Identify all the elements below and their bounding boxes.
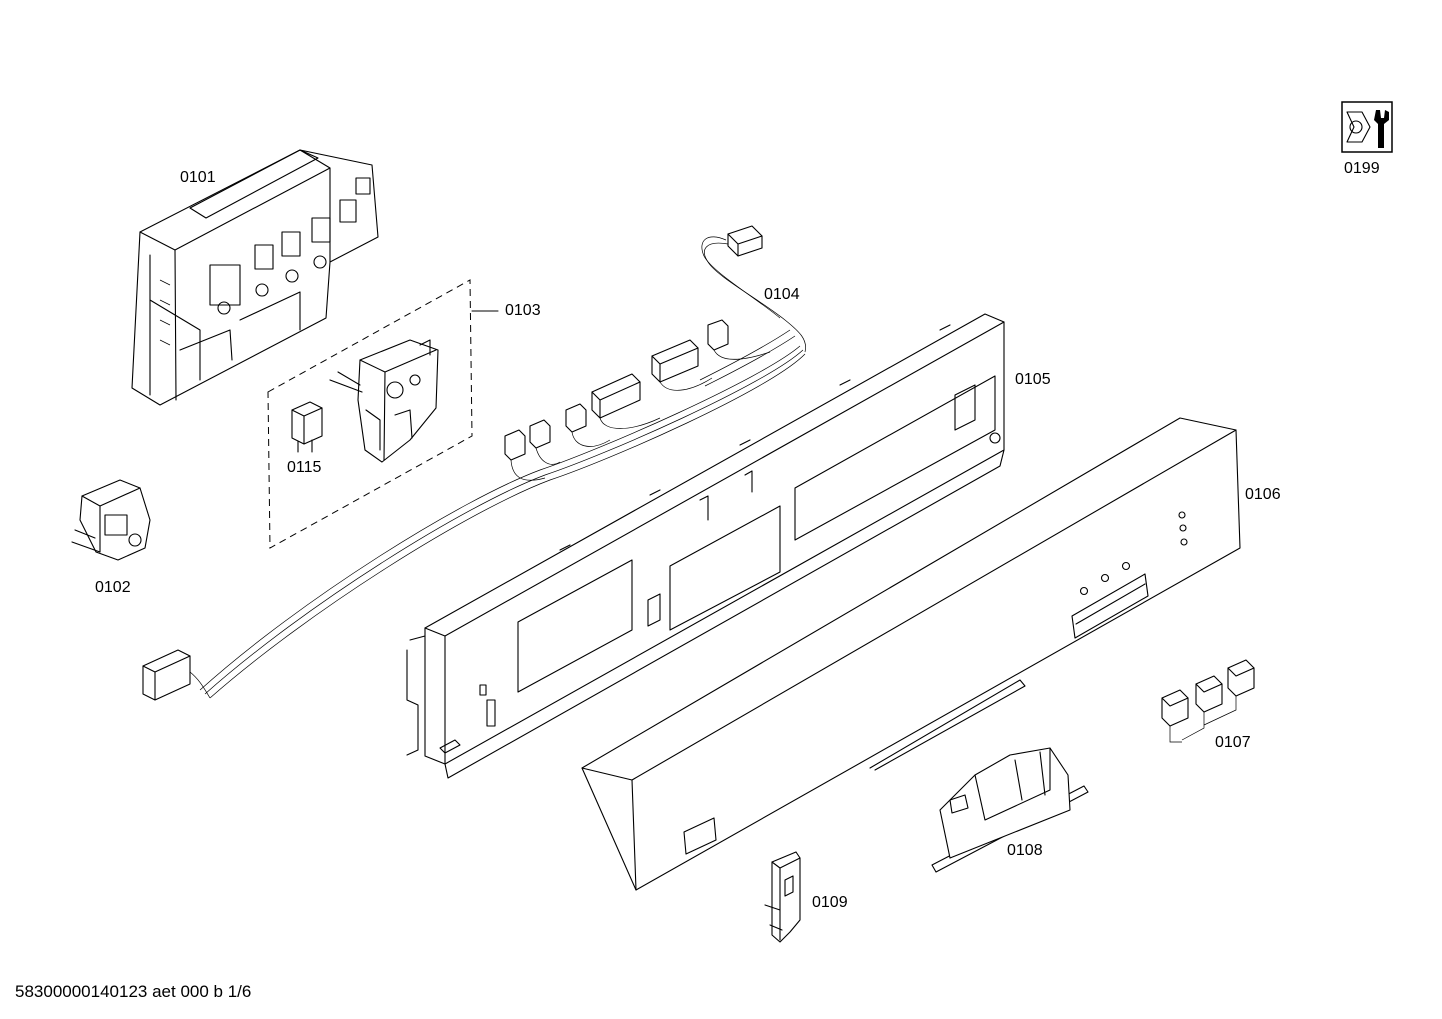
- label-0105: 0105: [1015, 371, 1051, 388]
- part-0101-control-module[interactable]: [131, 149, 379, 406]
- label-0101: 0101: [180, 169, 216, 186]
- part-0107-led-switches[interactable]: [1161, 659, 1255, 743]
- part-0115-capacitor[interactable]: [291, 401, 323, 453]
- part-0102-component[interactable]: [71, 479, 151, 561]
- part-0105-panel-frame[interactable]: [406, 313, 1005, 779]
- label-0106: 0106: [1245, 486, 1281, 503]
- drawing-reference: 58300000140123 aet 000 b 1/6: [15, 982, 252, 1001]
- part-0104-wire-harness[interactable]: [142, 225, 806, 701]
- label-0115: 0115: [287, 459, 322, 476]
- part-0109-clip[interactable]: [764, 851, 801, 943]
- part-0103-group-outline: [267, 279, 473, 549]
- label-0199: 0199: [1344, 160, 1380, 177]
- label-0107: 0107: [1215, 734, 1251, 751]
- label-0104: 0104: [764, 286, 800, 303]
- label-0103: 0103: [505, 302, 541, 319]
- label-0108: 0108: [1007, 842, 1043, 859]
- part-0106-fascia-panel[interactable]: [581, 417, 1241, 891]
- part-0103-switch-assembly[interactable]: [329, 339, 439, 463]
- label-0102: 0102: [95, 579, 131, 596]
- bolt-wrench-icon: [1341, 101, 1393, 153]
- part-0108-handle[interactable]: [931, 747, 1089, 873]
- label-0109: 0109: [812, 894, 848, 911]
